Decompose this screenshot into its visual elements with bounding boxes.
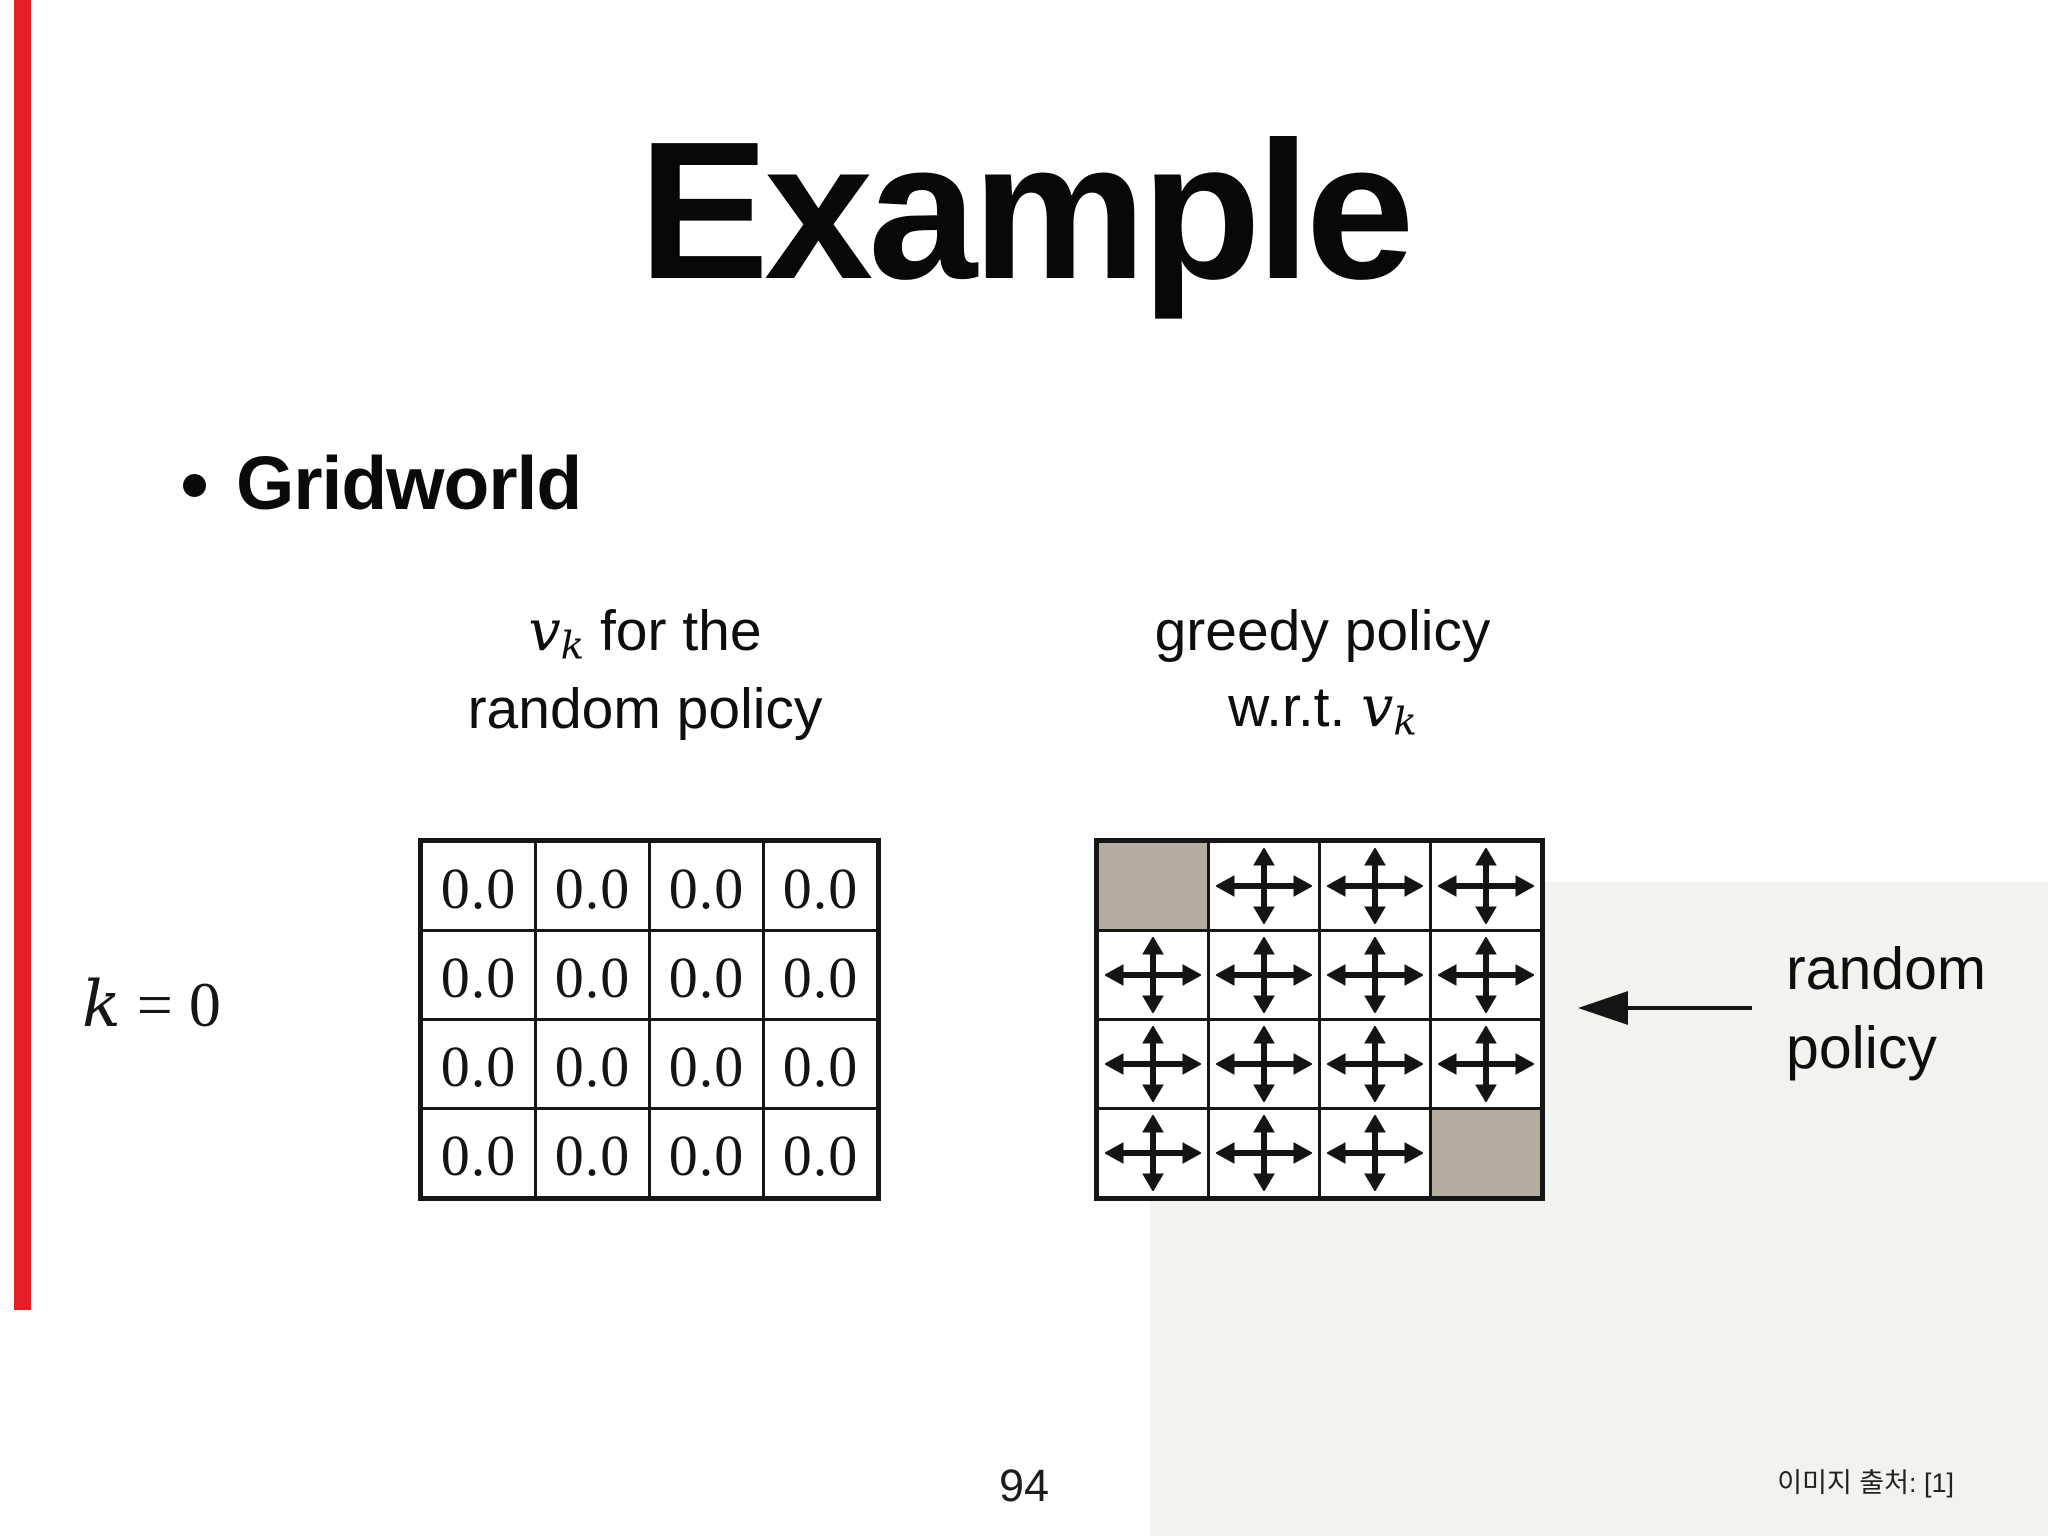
terminal-cell — [1429, 1107, 1544, 1200]
value-cell: 0.0 — [534, 839, 651, 932]
value-cell: 0.0 — [534, 1107, 651, 1200]
value-cell: 0.0 — [419, 1107, 537, 1200]
image-credit: 이미지 출처: [1] — [1777, 1468, 1954, 1498]
value-grid-row: 0.0 0.0 0.0 0.0 — [419, 839, 880, 932]
state-value: 0.0 — [782, 945, 859, 1010]
bullet-icon — [183, 474, 206, 497]
state-value: 0.0 — [554, 1123, 631, 1188]
state-value: 0.0 — [440, 1123, 517, 1188]
bullet-label: Gridworld — [236, 441, 582, 525]
policy-cell — [1318, 839, 1432, 932]
state-value: 0.0 — [440, 856, 517, 921]
policy-grid — [1094, 838, 1545, 1201]
caption-text-line2: w.r.t. — [1228, 674, 1362, 739]
bullet-item: Gridworld — [183, 441, 582, 525]
state-value: 0.0 — [440, 945, 517, 1010]
state-value: 0.0 — [668, 1034, 745, 1099]
math-sub-k: k — [560, 623, 585, 669]
policy-cell — [1429, 929, 1544, 1021]
value-cell: 0.0 — [762, 1107, 880, 1200]
policy-cell — [1318, 1018, 1432, 1110]
value-grid-row: 0.0 0.0 0.0 0.0 — [419, 1018, 880, 1110]
policy-arrows-icon — [1438, 1026, 1534, 1102]
value-cell: 0.0 — [648, 929, 765, 1021]
math-v: v — [528, 598, 561, 664]
value-cell: 0.0 — [648, 1018, 765, 1110]
value-cell: 0.0 — [762, 929, 880, 1021]
terminal-cell — [1095, 839, 1210, 932]
caption-text: greedy policy — [1154, 599, 1491, 663]
state-value: 0.0 — [440, 1034, 517, 1099]
annotation-line2: policy — [1786, 1015, 1937, 1082]
slide-title: Example — [638, 101, 1414, 320]
state-value: 0.0 — [782, 856, 859, 921]
state-value: 0.0 — [554, 856, 631, 921]
policy-cell — [1429, 1018, 1544, 1110]
red-edge-bar — [14, 0, 31, 1310]
math-k: k — [82, 968, 121, 1042]
value-cell: 0.0 — [534, 929, 651, 1021]
policy-cell — [1429, 839, 1544, 932]
value-cell: 0.0 — [762, 839, 880, 932]
policy-grid-row — [1095, 1107, 1544, 1200]
value-cell: 0.0 — [534, 1018, 651, 1110]
policy-arrows-icon — [1216, 848, 1312, 924]
policy-arrows-icon — [1216, 1026, 1312, 1102]
policy-cell — [1207, 1018, 1321, 1110]
math-v: v — [1361, 673, 1394, 740]
policy-arrows-icon — [1105, 1115, 1201, 1191]
value-cell: 0.0 — [648, 1107, 765, 1200]
right-figure-caption: greedy policy w.r.t. vk — [1095, 594, 1550, 748]
value-cell: 0.0 — [419, 1018, 537, 1110]
state-value: 0.0 — [554, 1034, 631, 1099]
policy-arrows-icon — [1216, 937, 1312, 1013]
policy-arrows-icon — [1438, 937, 1534, 1013]
policy-arrows-icon — [1438, 848, 1534, 924]
value-grid-row: 0.0 0.0 0.0 0.0 — [419, 929, 880, 1021]
policy-grid-row — [1095, 929, 1544, 1021]
policy-cell — [1095, 1018, 1210, 1110]
policy-grid-row — [1095, 839, 1544, 932]
policy-arrows-icon — [1327, 1115, 1423, 1191]
policy-arrows-icon — [1105, 937, 1201, 1013]
policy-cell — [1318, 1107, 1432, 1200]
value-cell: 0.0 — [648, 839, 765, 932]
value-cell: 0.0 — [762, 1018, 880, 1110]
policy-arrows-icon — [1327, 1026, 1423, 1102]
policy-cell — [1207, 1107, 1321, 1200]
annotation-random-policy: random policy — [1786, 930, 1986, 1088]
policy-cell — [1095, 1107, 1210, 1200]
caption-text: for the — [584, 599, 762, 663]
state-value: 0.0 — [782, 1123, 859, 1188]
policy-arrows-icon — [1327, 937, 1423, 1013]
annotation-line1: random — [1786, 936, 1987, 1002]
policy-cell — [1318, 929, 1432, 1021]
policy-arrows-icon — [1216, 1115, 1312, 1191]
math-sub-k: k — [1393, 699, 1417, 745]
policy-cell — [1207, 929, 1321, 1021]
left-arrow-icon — [1578, 991, 1752, 1025]
policy-arrows-icon — [1105, 1026, 1201, 1102]
left-figure-caption: vk for the random policy — [420, 594, 870, 748]
policy-grid-row — [1095, 1018, 1544, 1110]
policy-arrows-icon — [1327, 848, 1423, 924]
iteration-label: k = 0 — [82, 968, 221, 1042]
policy-cell — [1095, 929, 1210, 1021]
state-value: 0.0 — [782, 1034, 859, 1099]
state-value: 0.0 — [668, 856, 745, 921]
value-cell: 0.0 — [419, 839, 537, 932]
page-number: 94 — [998, 1460, 1050, 1511]
policy-cell — [1207, 839, 1321, 932]
value-grid-row: 0.0 0.0 0.0 0.0 — [419, 1107, 880, 1200]
value-cell: 0.0 — [419, 929, 537, 1021]
caption-text-line2: random policy — [467, 677, 823, 742]
iteration-value: 0 — [188, 969, 221, 1040]
state-value: 0.0 — [668, 945, 745, 1010]
state-value: 0.0 — [668, 1123, 745, 1188]
state-value: 0.0 — [554, 945, 631, 1010]
equals-sign: = — [120, 969, 189, 1040]
